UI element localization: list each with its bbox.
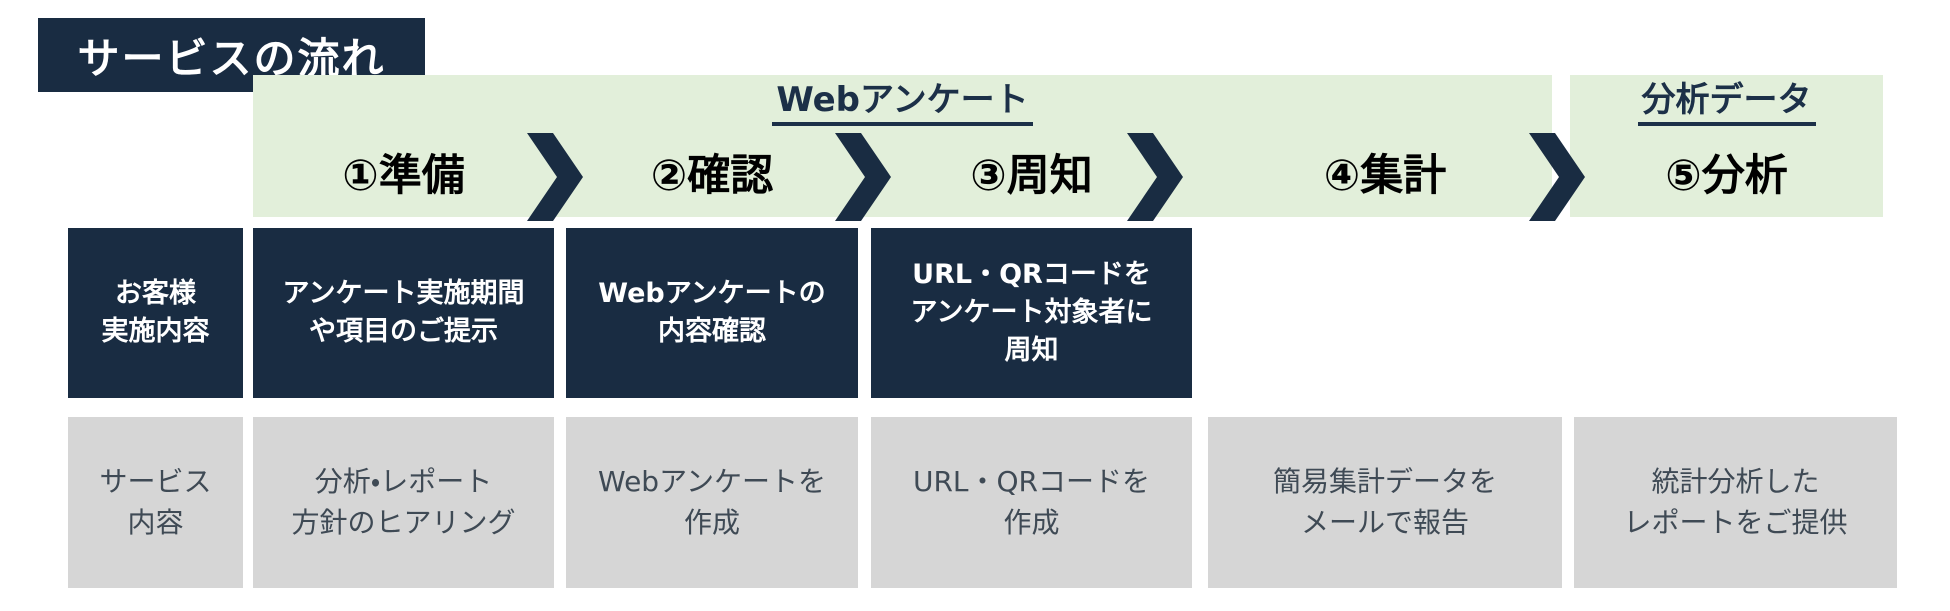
step-label-1-preparation: ①準備 [342,151,465,201]
step-label-4-tabulation: ④集計 [1323,151,1447,201]
customer-task-box: アンケート実施期間 や項目のご提示 [253,228,554,398]
service-task-box: 簡易集計データを メールで報告 [1208,417,1562,588]
step-label-3-notification: ③周知 [970,151,1093,201]
web-survey-label: Webアンケート [772,81,1033,127]
analysis-data-label: 分析データ [1637,81,1816,127]
title-box: サービスの流れ [38,18,425,92]
chevron-right-icon [1529,133,1585,221]
chevron-right-icon [1127,133,1183,221]
customer-task-box: URL・QRコードを アンケート対象者に 周知 [871,228,1192,398]
web-survey-band [253,75,1552,217]
chevron-right-icon [527,133,583,221]
customer-task-box: Webアンケートの 内容確認 [566,228,858,398]
service-row-header: サービス 内容 [68,417,243,588]
service-task-box: 分析・レポート 方針のヒアリング [253,417,554,588]
service-task-box: 統計分析した レポートをご提供 [1574,417,1897,588]
customer-row-header: お客様 実施内容 [68,228,243,398]
step-label-2-confirmation: ②確認 [650,151,774,201]
service-task-box: URL・QRコードを 作成 [871,417,1192,588]
service-task-box: Webアンケートを 作成 [566,417,858,588]
analysis-data-band [1570,75,1883,217]
step-label-5-analysis: ⑤分析 [1665,151,1788,201]
chevron-right-icon [835,133,891,221]
page-title: サービスの流れ [77,33,386,83]
group-label-web-survey: Webアンケート [253,81,1552,130]
group-label-analysis-data: 分析データ [1570,81,1883,130]
